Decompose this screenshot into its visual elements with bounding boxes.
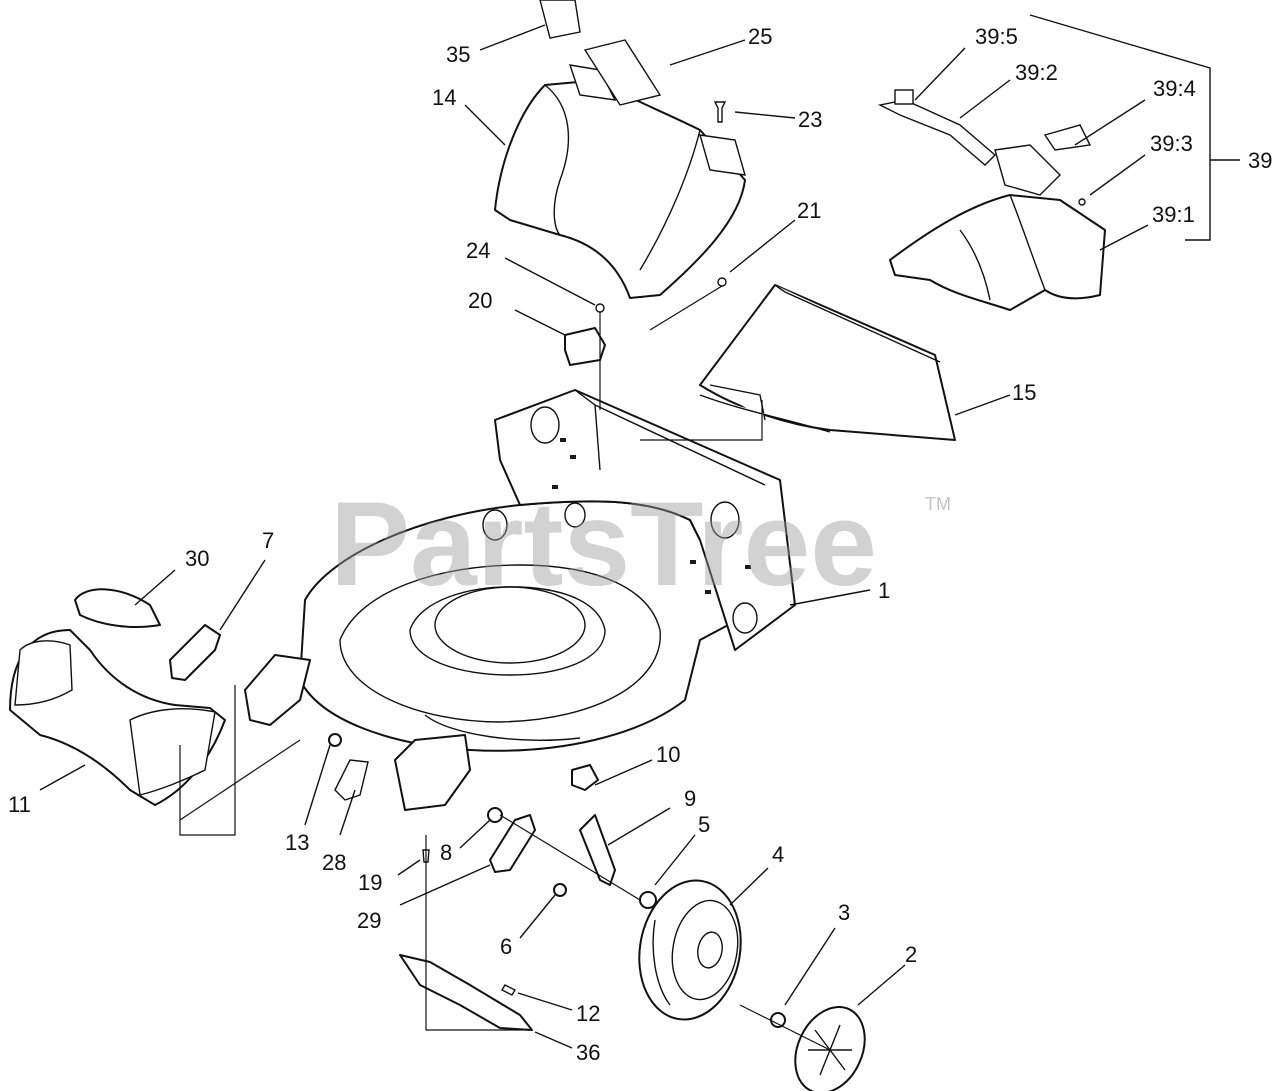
callout-4[interactable]: 4 [772,842,784,867]
callout-3[interactable]: 3 [838,900,850,925]
leader-lines [39,14,1240,1049]
part-12-screw[interactable] [501,984,516,996]
part-5-bolt[interactable] [639,891,657,909]
callout-19[interactable]: 19 [358,870,382,895]
watermark-trademark: TM [925,494,951,514]
callout-25[interactable]: 25 [748,24,772,49]
watermark-logo: PartsTree [330,477,877,611]
part-1-deck[interactable] [299,389,796,752]
callout-35[interactable]: 35 [446,42,470,67]
callout-5[interactable]: 5 [698,812,710,837]
callout-6[interactable]: 6 [500,934,512,959]
part-29-axle-plate[interactable] [489,814,536,873]
callout-10[interactable]: 10 [656,742,680,767]
part-39-handle-assembly[interactable] [877,89,1106,311]
part-8-washer[interactable] [487,807,503,823]
part-20-block[interactable] [564,327,606,366]
callout-1[interactable]: 1 [878,578,890,603]
part-15-bag-frame[interactable] [699,284,956,441]
part-13-knob[interactable] [328,733,342,747]
callout-21[interactable]: 21 [797,198,821,223]
part-9-bracket[interactable] [579,814,616,886]
callout-39-1[interactable]: 39:1 [1152,202,1195,227]
part-6-washer[interactable] [553,883,567,897]
part-21-nut[interactable] [717,277,727,287]
part-25-label[interactable] [583,39,662,106]
callout-7[interactable]: 7 [262,528,274,553]
part-4-wheel[interactable] [629,872,752,1027]
callout-30[interactable]: 30 [185,546,209,571]
callout-36[interactable]: 36 [576,1040,600,1065]
part-14-rear-cover[interactable] [494,64,746,299]
callouts: 35 25 14 23 21 24 20 15 1 39:5 39:2 39:4… [8,24,1272,1065]
callout-24[interactable]: 24 [466,238,490,263]
part-35-label[interactable] [539,0,581,39]
callout-11[interactable]: 11 [8,792,31,817]
callout-14[interactable]: 14 [432,85,456,110]
callout-39-4[interactable]: 39:4 [1153,76,1196,101]
part-2-hubcap[interactable] [782,996,878,1091]
callout-39[interactable]: 39 [1248,148,1272,173]
part-36-plug[interactable] [399,954,533,1031]
alignment-lines [179,285,831,1051]
callout-9[interactable]: 9 [684,786,696,811]
part-23-pin[interactable] [713,101,727,123]
part-7-plate[interactable] [169,624,221,681]
part-10-clip[interactable] [571,764,599,791]
callout-13[interactable]: 13 [285,830,309,855]
part-24-screw[interactable] [595,303,605,313]
callout-29[interactable]: 29 [357,908,381,933]
callout-39-2[interactable]: 39:2 [1015,60,1058,85]
part-11-front-bumper[interactable] [9,629,226,806]
callout-39-5[interactable]: 39:5 [975,24,1018,49]
callout-12[interactable]: 12 [576,1001,600,1026]
callout-8[interactable]: 8 [440,840,452,865]
callout-23[interactable]: 23 [798,107,822,132]
part-3-bushing[interactable] [770,1012,786,1028]
callout-28[interactable]: 28 [322,850,346,875]
part-28-lever[interactable] [244,654,369,801]
part-30-trim[interactable] [74,588,161,628]
callout-2[interactable]: 2 [905,942,917,967]
callout-20[interactable]: 20 [468,288,492,313]
callout-39-3[interactable]: 39:3 [1150,131,1193,156]
callout-15[interactable]: 15 [1012,380,1036,405]
height-adjust-plate-front[interactable] [394,734,471,811]
